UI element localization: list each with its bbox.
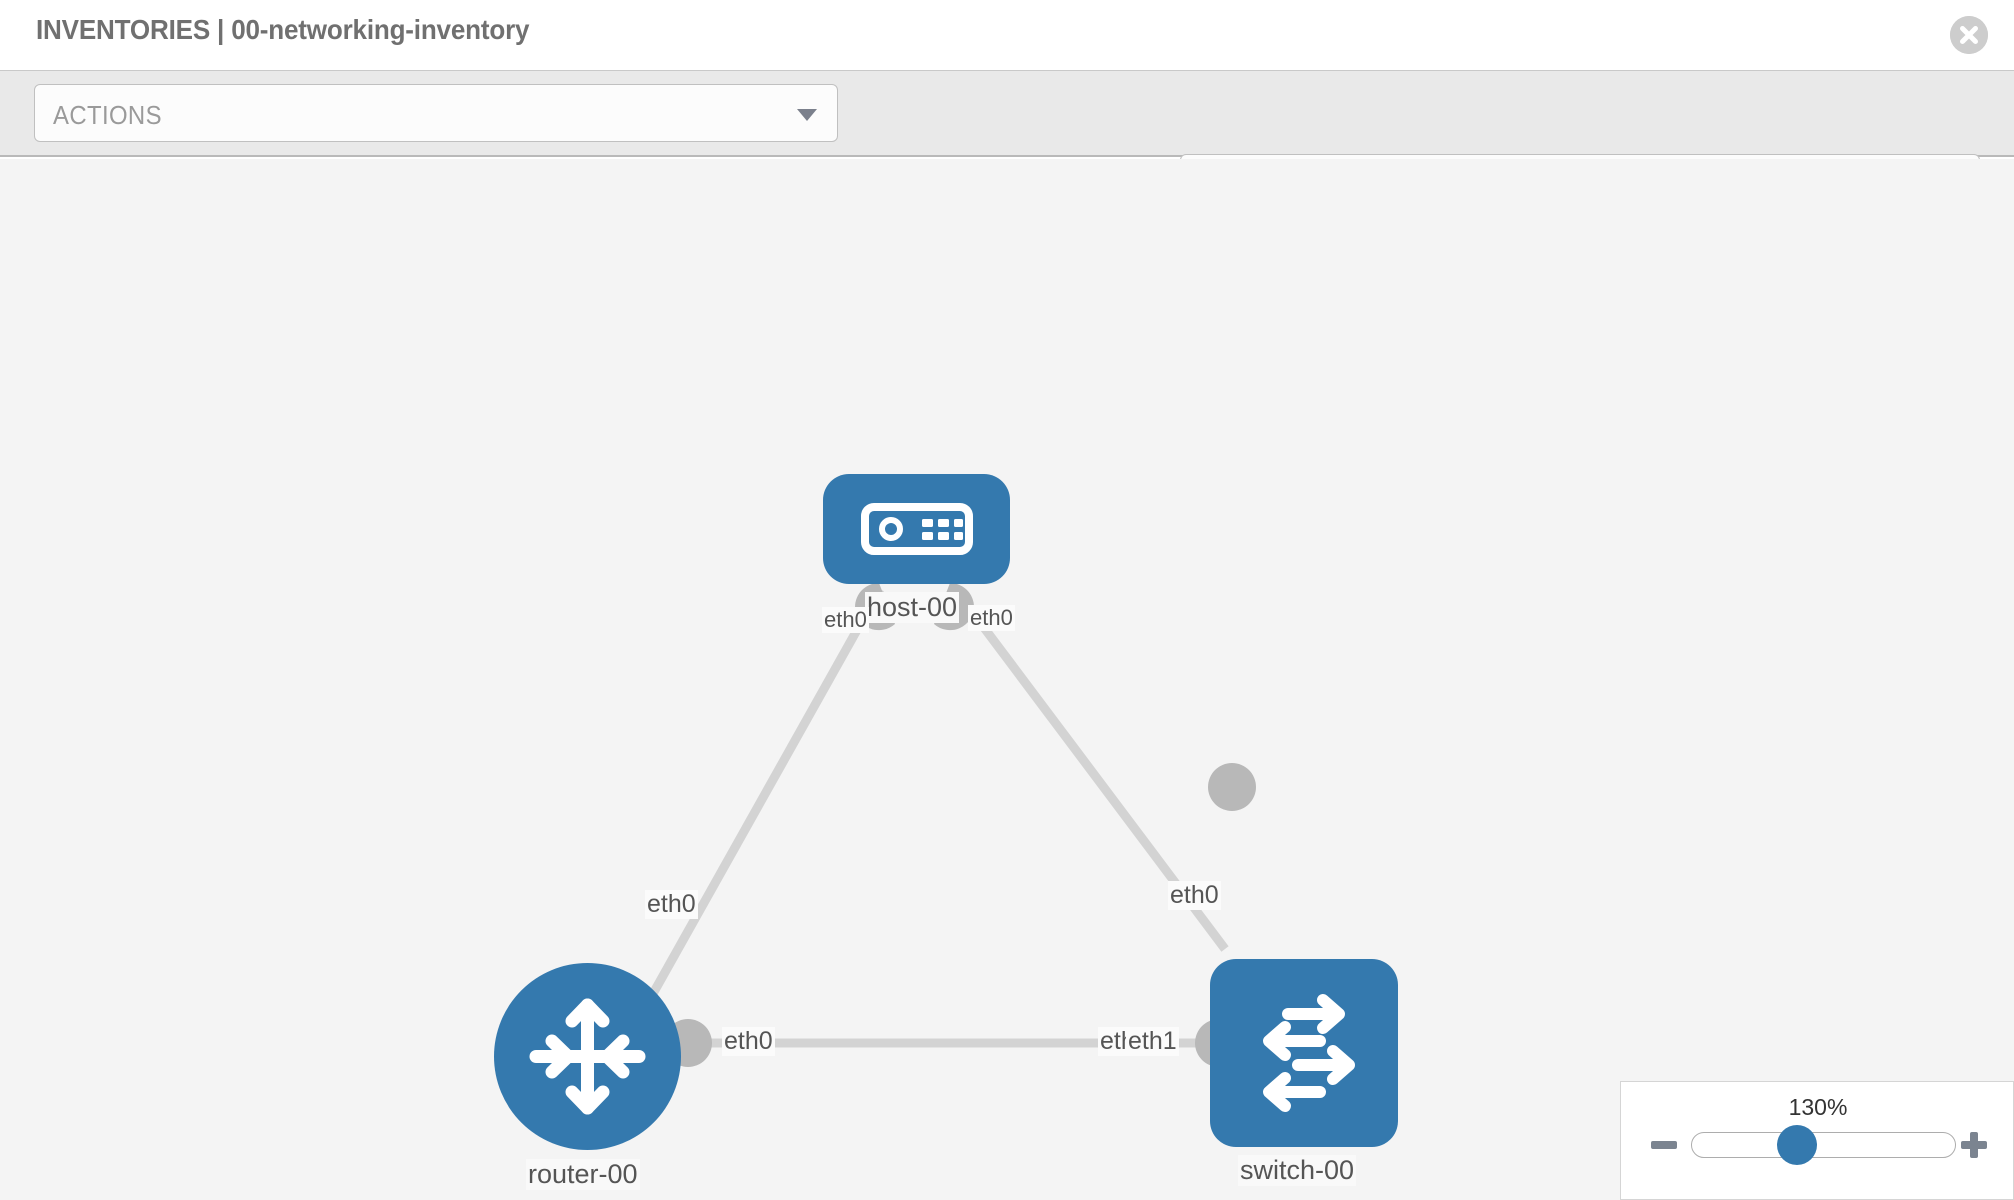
- actions-dropdown-label: ACTIONS: [53, 100, 162, 130]
- zoom-slider-thumb[interactable]: [1777, 1125, 1817, 1165]
- chevron-down-icon: [797, 109, 817, 121]
- zoom-out-button[interactable]: [1649, 1130, 1679, 1160]
- minus-icon: [1651, 1141, 1677, 1149]
- topology-canvas[interactable]: host-00 router-00: [0, 159, 2014, 1200]
- actions-dropdown[interactable]: ACTIONS: [34, 84, 838, 142]
- plus-icon: [1961, 1132, 1987, 1158]
- close-button[interactable]: [1950, 16, 1988, 54]
- node-switch-00-shape[interactable]: [1210, 959, 1398, 1147]
- iface-label: eth0: [645, 890, 698, 919]
- node-switch-00-label: switch-00: [1238, 1155, 1357, 1186]
- node-host-00-label: host-00: [865, 592, 960, 623]
- node-router-00-label: router-00: [526, 1159, 640, 1190]
- zoom-in-button[interactable]: [1959, 1130, 1989, 1160]
- iface-label: eth0: [1168, 881, 1221, 910]
- page-title: INVENTORIES | 00-networking-inventory: [36, 14, 530, 45]
- switch-arrows-icon: [1263, 994, 1355, 1112]
- zoom-level-label: 130%: [1788, 1094, 1848, 1120]
- iface-label: eth0: [822, 607, 869, 633]
- server-icon: [861, 503, 973, 555]
- topology-links-layer: [646, 583, 1256, 1067]
- link-host-router[interactable]: [646, 586, 884, 1002]
- page-header: INVENTORIES | 00-networking-inventory: [0, 0, 2014, 70]
- router-arrows-icon: [529, 998, 646, 1115]
- connector-stubs: [664, 583, 1256, 1067]
- close-icon: [1950, 16, 1988, 54]
- zoom-control-panel: 130%: [1620, 1081, 2014, 1200]
- node-router-00-shape[interactable]: [494, 963, 681, 1150]
- iface-label: eth0: [968, 605, 1015, 631]
- node-host-00-shape[interactable]: [823, 474, 1010, 584]
- zoom-slider-track[interactable]: [1691, 1132, 1956, 1158]
- iface-label: eth1: [1126, 1027, 1179, 1056]
- toolbar: ACTIONS SEARCH: [0, 70, 2014, 212]
- iface-label: eth0: [722, 1027, 775, 1056]
